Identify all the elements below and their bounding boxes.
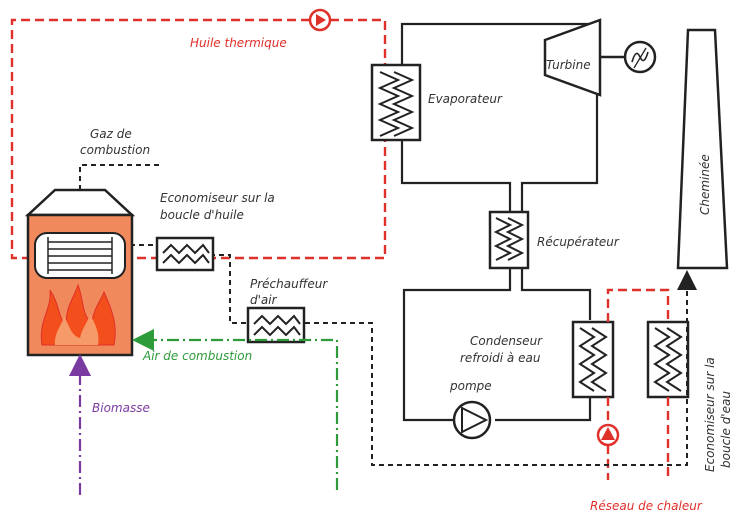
label-evaporateur: Evaporateur (428, 92, 503, 106)
label-gaz-de: Gaz de (90, 127, 132, 141)
flame-icon (40, 283, 116, 346)
label-pompe: pompe (449, 379, 492, 393)
label-combustion: combustion (80, 143, 150, 157)
label-econ-huile-1: Economiseur sur la (160, 191, 275, 205)
label-recuperateur: Récupérateur (537, 235, 620, 249)
recuperator-heat-exchanger (488, 210, 530, 270)
condenser-heat-exchanger (571, 320, 615, 399)
orc-pump-icon (452, 400, 492, 440)
evaporator-heat-exchanger (370, 63, 422, 142)
water-loop-economiser (646, 320, 690, 399)
thermal-oil-pump-icon (308, 8, 332, 32)
label-huile-thermique: Huile thermique (190, 36, 287, 50)
generator-icon (623, 40, 657, 74)
label-prechauffeur-2: d'air (250, 293, 278, 307)
label-econ-huile-2: boucle d'huile (160, 208, 244, 222)
label-prechauffeur-1: Préchauffeur (250, 277, 328, 291)
label-turbine: Turbine (546, 58, 591, 72)
label-econ-eau-1: Economiseur sur la (703, 357, 717, 472)
label-reseau-chaleur: Réseau de chaleur (590, 499, 703, 513)
label-cheminee: Cheminée (698, 154, 712, 215)
district-heating-loop (606, 288, 670, 480)
air-preheater (246, 306, 306, 344)
label-condenseur-1: Condenseur (470, 334, 543, 348)
combustion-air-path (132, 329, 339, 490)
oil-loop-economiser (155, 236, 215, 272)
district-heating-pump-icon (596, 423, 620, 447)
label-econ-eau-2: boucle d'eau (719, 391, 733, 468)
label-biomasse: Biomasse (92, 401, 150, 415)
turbine (543, 18, 625, 97)
label-air-combustion: Air de combustion (142, 349, 252, 363)
label-condenseur-2: refroidi à eau (460, 351, 541, 365)
chimney (676, 28, 729, 270)
